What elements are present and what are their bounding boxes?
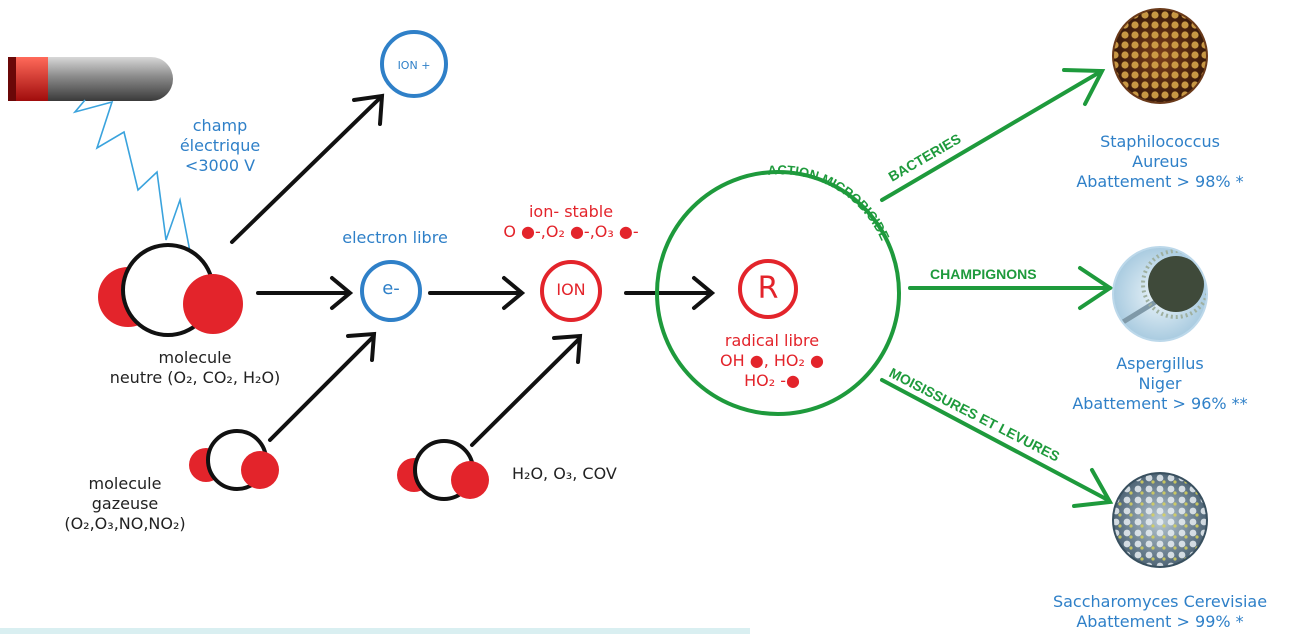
radical-node <box>738 259 798 319</box>
h2o-label: H₂O, O₃, COV <box>512 464 617 483</box>
bottom-bar <box>0 628 750 634</box>
molecule-neutre-icon <box>98 243 243 337</box>
ion-node <box>540 260 602 322</box>
black-arrows <box>230 93 716 447</box>
champignons-label: CHAMPIGNONS <box>930 266 1037 282</box>
electron-text: e- <box>382 278 400 299</box>
green-arrows <box>880 68 1114 508</box>
ion-text: ION <box>556 280 586 299</box>
staphilococcus-label: Staphilococcus Aureus Abattement > 98% * <box>1076 132 1244 191</box>
electric-field-icon <box>72 99 193 263</box>
ion-plus-text: ION + <box>397 59 431 72</box>
aspergillus-label: Aspergillus Niger Abattement > 96% ** <box>1072 354 1248 413</box>
molecule-neutre-label: molecule neutre (O₂, CO₂, H₂O) <box>109 348 281 387</box>
action-microbicide-circle <box>655 170 901 416</box>
champ-label: champ électrique <3000 V <box>179 116 261 175</box>
moisissures-label: MOISISSURES ET LEVURES <box>887 364 1063 464</box>
saccharomyces-image <box>1112 472 1208 568</box>
molecule-gazeuse-label: molecule gazeuse (O₂,O₃,NO,NO₂) <box>64 474 186 533</box>
staphilococcus-image <box>1112 8 1208 104</box>
ion-plus-node <box>380 30 448 98</box>
electrode-icon <box>8 57 173 101</box>
radical-libre-label: radical libre OH ●, HO₂ ● HO₂ -● <box>720 331 824 390</box>
electron-libre-label: electron libre <box>342 228 448 247</box>
ion-stable-label: ion- stable O ●-,O₂ ●-,O₃ ●- <box>503 202 639 241</box>
action-microbicide-label: ACTION MICROBICIDE <box>767 162 893 243</box>
radical-text: R <box>757 271 779 306</box>
saccharomyces-label: Saccharomyces Cerevisiae Abattement > 99… <box>1052 592 1268 631</box>
molecule-gazeuse-icon <box>189 429 279 491</box>
electron-node <box>360 260 422 322</box>
aspergillus-image <box>1112 246 1208 342</box>
molecule-h2o-icon <box>397 439 489 501</box>
